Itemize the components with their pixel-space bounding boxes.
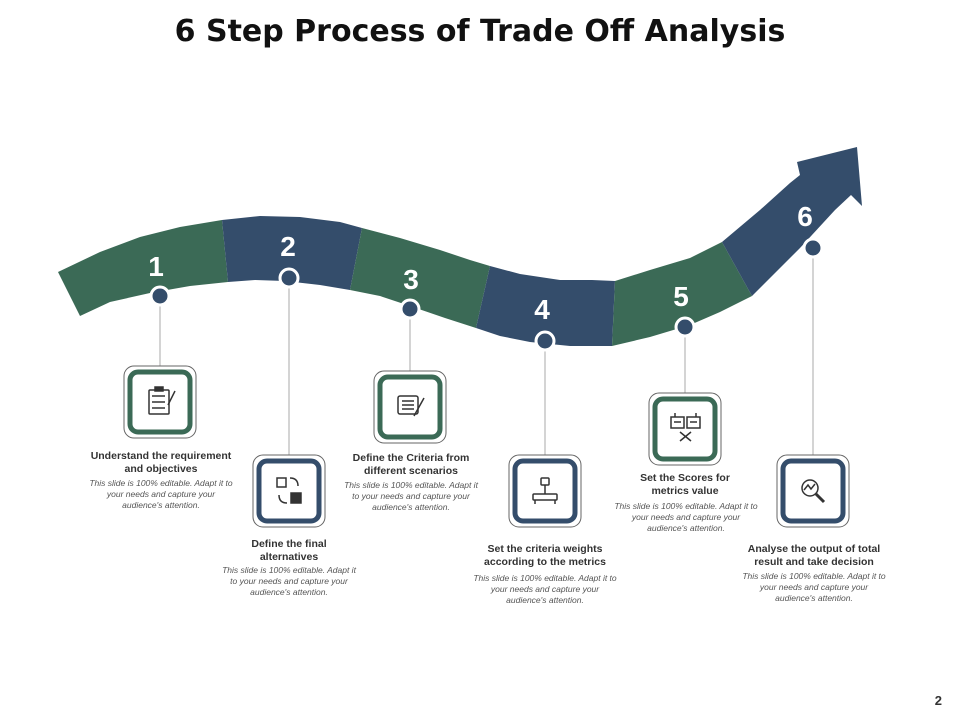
step-title-3: Define the Criteria from different scena… (352, 452, 470, 478)
icon-box-3 (373, 370, 447, 444)
connector-dot-4 (534, 330, 556, 352)
arrow-segment-3 (350, 228, 490, 328)
shapes-swap-icon (276, 477, 302, 504)
icon-box-6 (776, 454, 850, 528)
step-desc-1: This slide is 100% editable. Adapt it to… (89, 478, 233, 511)
step-title-5: Set the Scores for metrics value (640, 472, 730, 498)
arrow-segment-6 (722, 147, 862, 296)
icon-box-5 (648, 392, 722, 466)
arrow-segment-1 (58, 220, 228, 316)
arrow-segment-2 (222, 216, 362, 290)
step-title-6: Analyse the output of total result and t… (747, 543, 881, 569)
connector-dot-5 (674, 316, 696, 338)
icon-box-2 (252, 454, 326, 528)
connector-dot-1 (149, 285, 171, 307)
step-number-6: 6 (797, 201, 813, 232)
step-number-5: 5 (673, 281, 689, 312)
scoreboard-icon (670, 413, 701, 442)
step-desc-6: This slide is 100% editable. Adapt it to… (742, 571, 886, 604)
connector-dot-6 (802, 237, 824, 259)
magnifier-chart-icon (801, 479, 826, 504)
step-desc-3: This slide is 100% editable. Adapt it to… (344, 480, 478, 513)
step-desc-4: This slide is 100% editable. Adapt it to… (473, 573, 617, 606)
connector-dot-2 (278, 267, 300, 289)
scroll-quill-icon (397, 395, 425, 417)
step-desc-5: This slide is 100% editable. Adapt it to… (614, 501, 758, 534)
step-title-2: Define the final alternatives (251, 538, 327, 564)
step-title-4: Set the criteria weights according to th… (484, 543, 606, 569)
step-desc-2: This slide is 100% editable. Adapt it to… (222, 565, 356, 598)
step-number-3: 3 (403, 264, 419, 295)
clipboard-checklist-icon (148, 386, 176, 415)
step-title-1: Understand the requirement and objective… (90, 450, 232, 476)
connector-dot-3 (399, 298, 421, 320)
arrow-segment-4 (476, 266, 615, 346)
step-number-4: 4 (534, 294, 550, 325)
arrow-segment-5 (612, 242, 752, 346)
step-number-1: 1 (148, 251, 164, 282)
step-number-2: 2 (280, 231, 296, 262)
weighing-scale-icon (532, 477, 558, 504)
page-title: 6 Step Process of Trade Off Analysis (174, 14, 786, 49)
page-number: 2 (934, 693, 942, 708)
